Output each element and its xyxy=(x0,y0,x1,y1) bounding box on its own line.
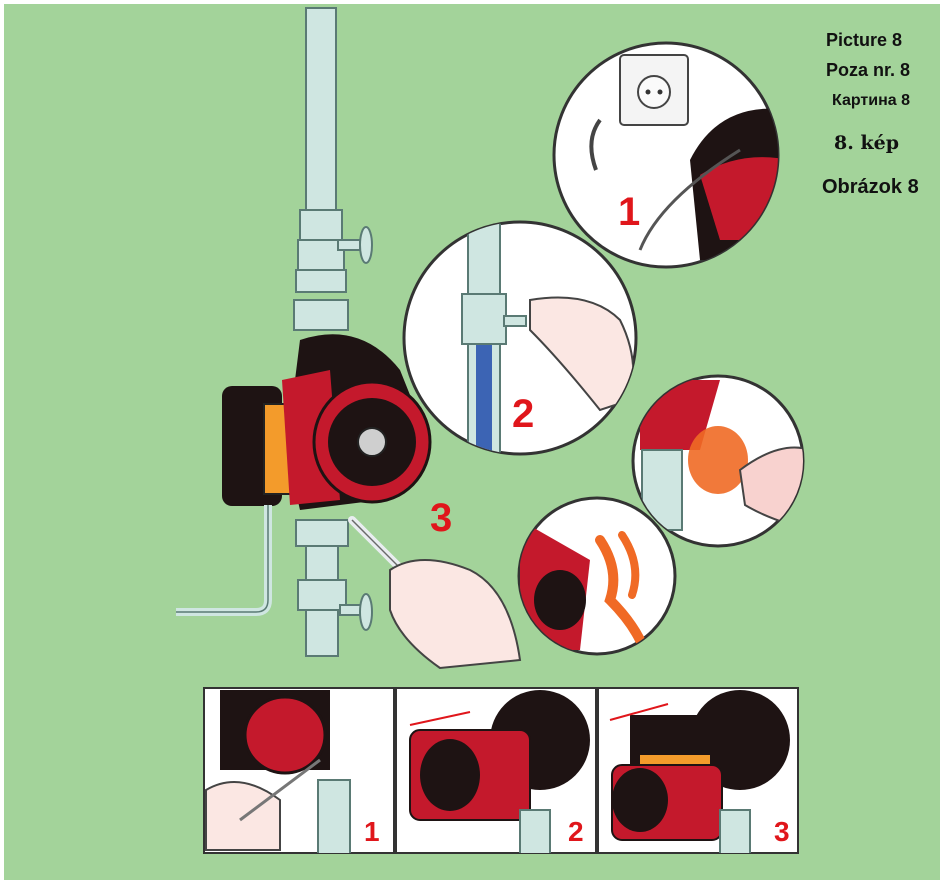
panel-2 xyxy=(396,688,596,860)
caption-russian: Картина 8 xyxy=(832,92,910,110)
circle-step-1: 1 xyxy=(618,190,640,235)
panel-3 xyxy=(598,688,798,860)
circle-step-2: 2 xyxy=(512,392,534,437)
step-circle-pump-hot xyxy=(519,498,675,654)
panel-step-1: 1 xyxy=(364,816,380,848)
panel-step-3: 3 xyxy=(774,816,790,848)
panel-step-2: 2 xyxy=(568,816,584,848)
caption-slovak: Obrázok 8 xyxy=(822,176,919,199)
caption-english: Picture 8 xyxy=(826,30,902,51)
caption-romanian: Poza nr. 8 xyxy=(826,60,910,81)
circle-step-3: 3 xyxy=(430,496,452,541)
caption-hungarian: 8. kép xyxy=(834,132,899,154)
